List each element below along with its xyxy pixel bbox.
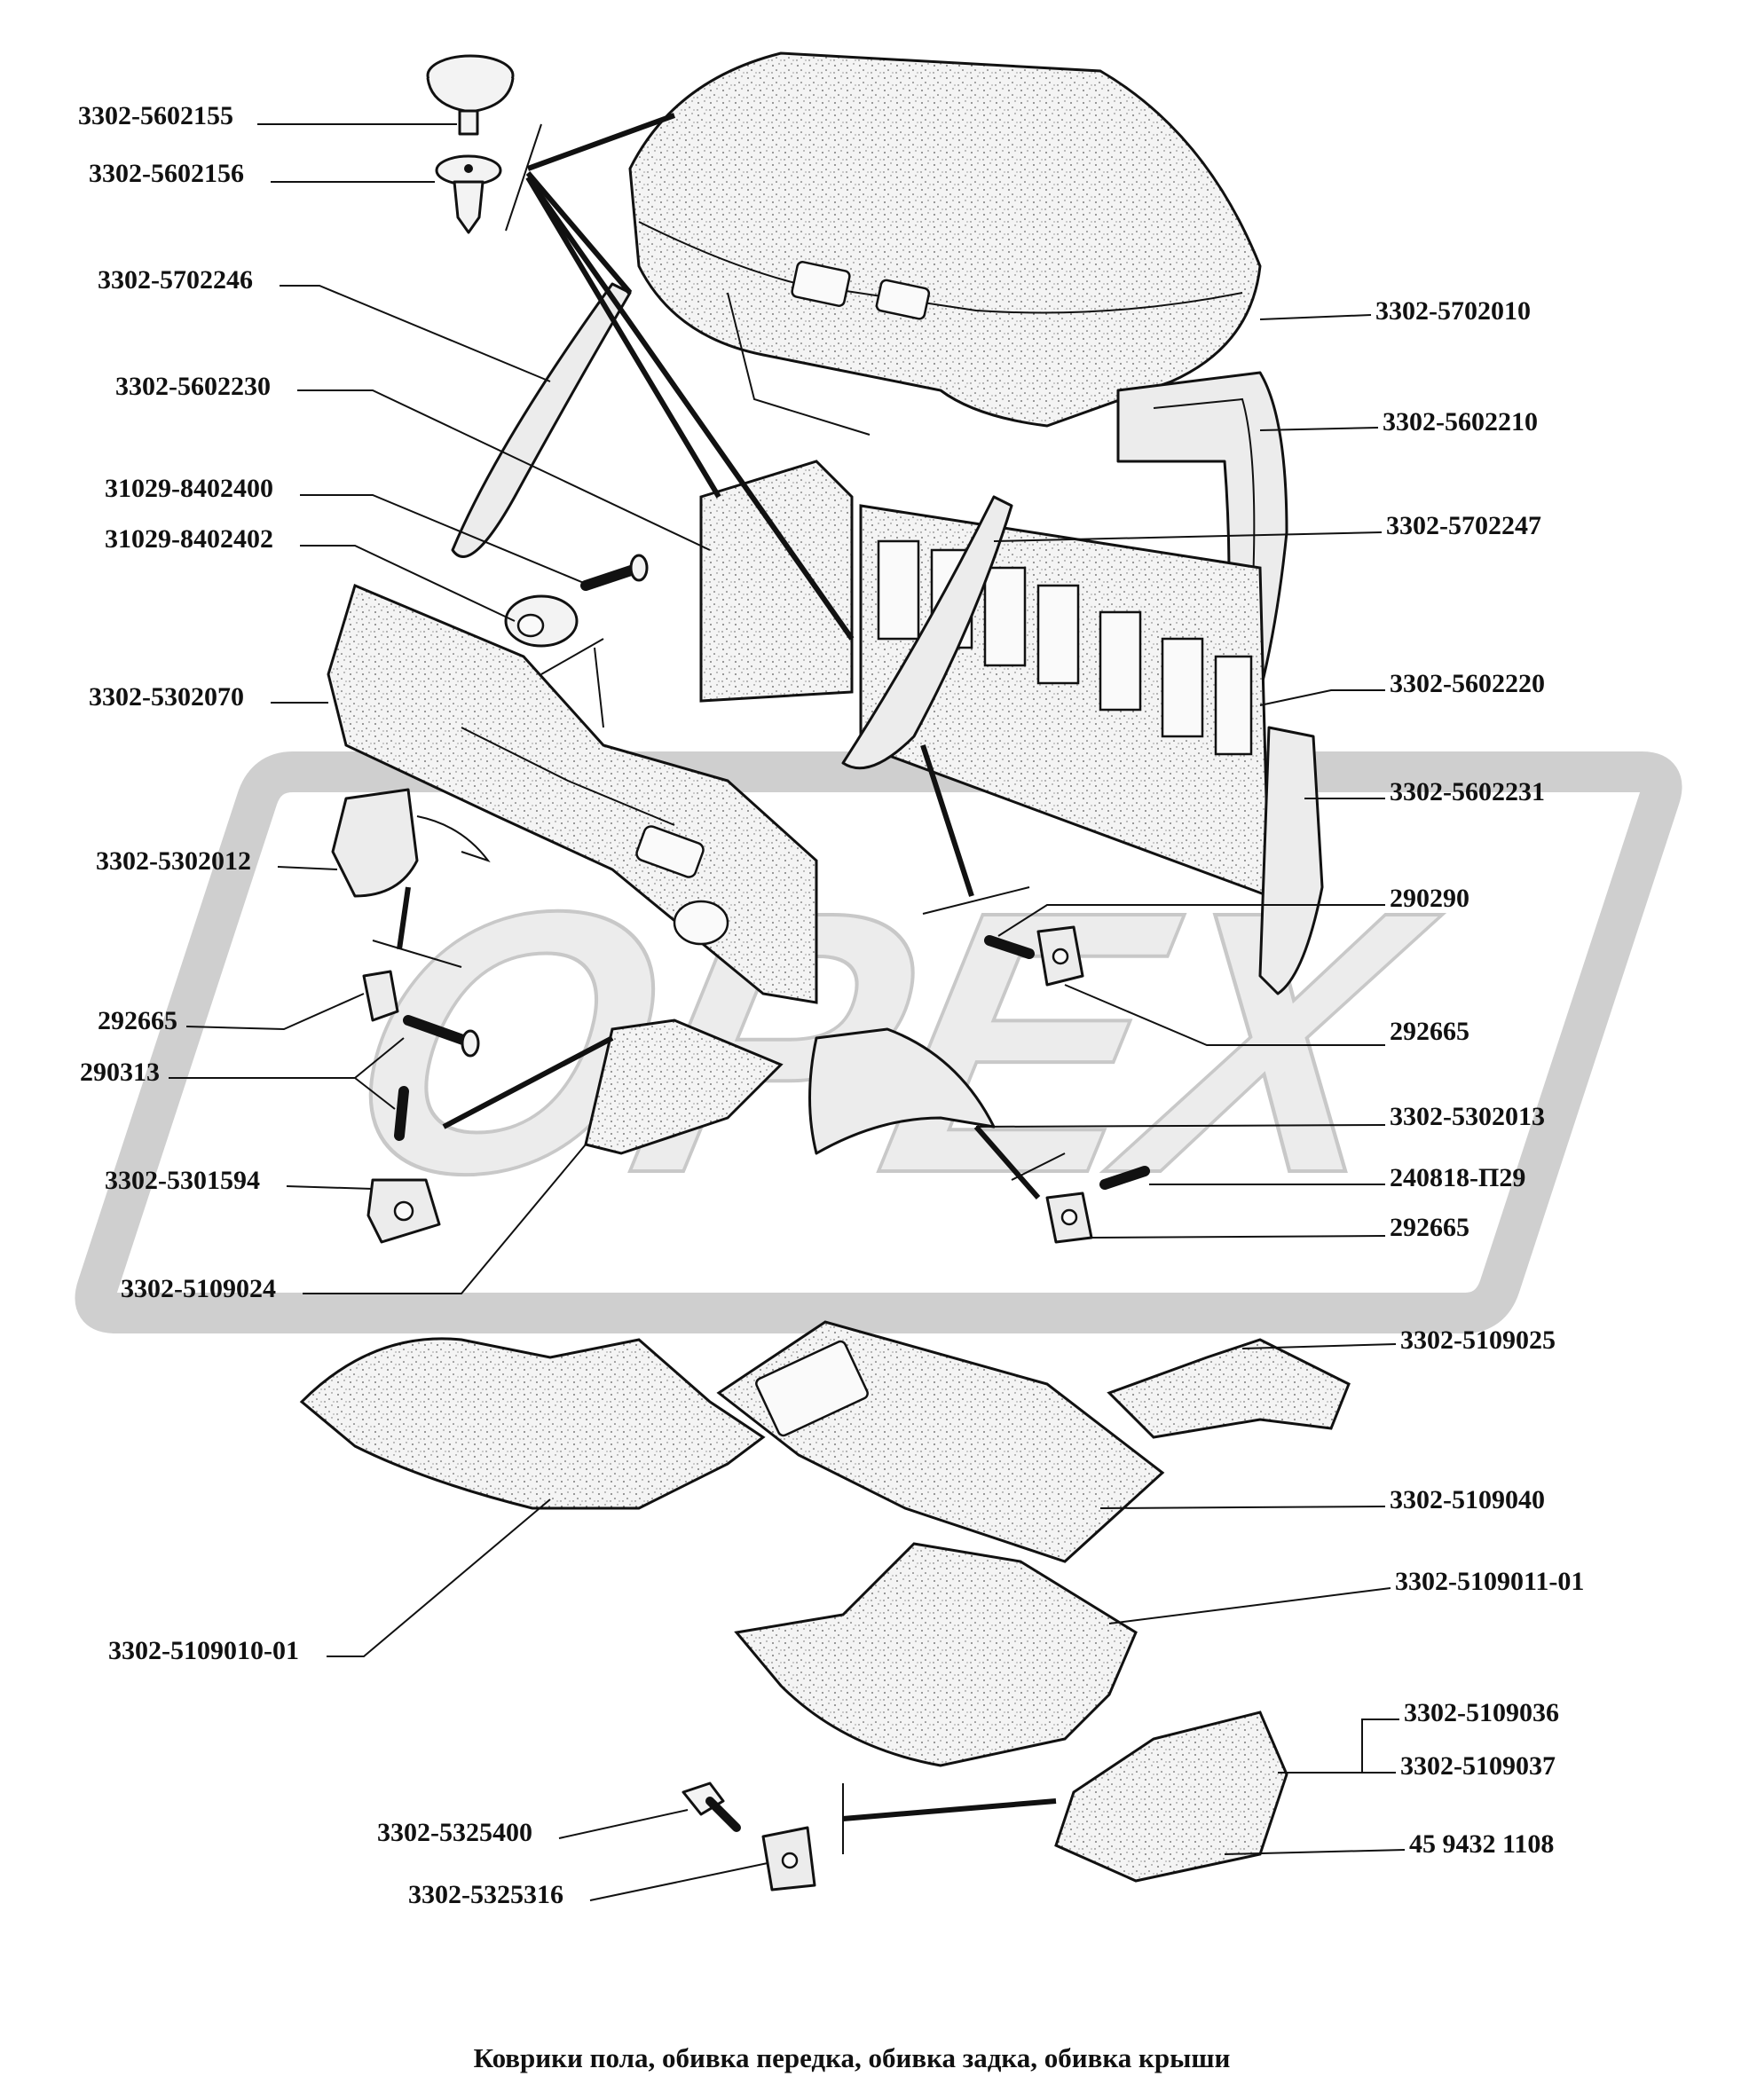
label-31029-8402400: 31029-8402400 bbox=[105, 474, 273, 503]
leader-l12 bbox=[303, 1144, 587, 1294]
leader-l13 bbox=[1259, 314, 1372, 320]
diagram-caption: Коврики пола, обивка передка, обивка зад… bbox=[474, 2042, 1231, 2073]
pillar-strip-left-part bbox=[451, 282, 632, 558]
nut-292665-lower-part bbox=[1045, 1192, 1093, 1244]
label-3302-5302012: 3302-5302012 bbox=[96, 846, 251, 876]
leader-l30 bbox=[558, 1809, 689, 1839]
leader-l19 bbox=[1064, 984, 1385, 1046]
clip-nut-left-part bbox=[362, 970, 399, 1022]
leader-l23 bbox=[1241, 1343, 1397, 1349]
mat-5109011-part bbox=[734, 1542, 1138, 1767]
right-front-trim-part bbox=[808, 1027, 996, 1155]
label-3302-5109011-01: 3302-5109011-01 bbox=[1395, 1567, 1584, 1596]
leader-l22 bbox=[1091, 1235, 1386, 1239]
leader-l06 bbox=[300, 545, 516, 622]
side-panel-part bbox=[699, 460, 854, 703]
mat-5109040-part bbox=[716, 1320, 1165, 1563]
mat-5109036-part bbox=[1054, 1711, 1288, 1883]
label-292665-left: 292665 bbox=[98, 1006, 177, 1035]
nut-5325316-part bbox=[761, 1826, 816, 1892]
label-3302-5325400: 3302-5325400 bbox=[377, 1818, 532, 1847]
dash-panel-part bbox=[327, 583, 818, 1004]
screw-part bbox=[580, 554, 649, 591]
label-3302-5702010: 3302-5702010 bbox=[1375, 296, 1531, 326]
label-240818-П29: 240818-П29 bbox=[1390, 1163, 1525, 1192]
corner-piece-part bbox=[1258, 726, 1324, 995]
cap-clip-part bbox=[426, 54, 515, 136]
clip-nut-5301594-part bbox=[366, 1178, 441, 1244]
leader-l20 bbox=[975, 1124, 1386, 1128]
label-3302-5602156: 3302-5602156 bbox=[89, 159, 244, 188]
leader-l14 bbox=[1259, 427, 1379, 431]
bolt-290313-part bbox=[394, 1015, 480, 1141]
leader-l25 bbox=[1108, 1587, 1391, 1624]
leader-l10b bbox=[354, 1077, 396, 1110]
leader-l24 bbox=[1099, 1506, 1386, 1509]
label-3302-5302013: 3302-5302013 bbox=[1390, 1102, 1545, 1131]
pillar-strip-right-part bbox=[841, 495, 1013, 770]
label-3302-5301594: 3302-5301594 bbox=[105, 1166, 260, 1195]
label-3302-5602231: 3302-5602231 bbox=[1390, 777, 1545, 806]
label-290313: 290313 bbox=[80, 1058, 160, 1087]
label-292665-upper: 292665 bbox=[1390, 1017, 1469, 1046]
bolt-5325400-part bbox=[682, 1781, 741, 1832]
leader-l05 bbox=[300, 494, 591, 586]
watermark-frame bbox=[75, 751, 1682, 1333]
nut-292665-upper-part bbox=[1036, 925, 1084, 987]
assembly-lines bbox=[372, 113, 1066, 1854]
label-3302-5109010-01: 3302-5109010-01 bbox=[108, 1636, 299, 1665]
leader-l11 bbox=[286, 1185, 374, 1190]
label-3302-5109040: 3302-5109040 bbox=[1390, 1485, 1545, 1514]
label-3302-5702246: 3302-5702246 bbox=[98, 265, 253, 295]
leader-l27-28 bbox=[1278, 1719, 1399, 1774]
label-3302-5602220: 3302-5602220 bbox=[1390, 669, 1545, 698]
label-31029-8402402: 31029-8402402 bbox=[105, 524, 273, 554]
left-front-trim-part bbox=[331, 788, 491, 898]
leader-l29 bbox=[1224, 1849, 1406, 1855]
leader-l08 bbox=[277, 866, 338, 870]
grommet-part bbox=[504, 594, 579, 648]
leader-l04 bbox=[297, 389, 711, 551]
bolt-240818-part bbox=[1099, 1166, 1150, 1190]
label-292665-lower: 292665 bbox=[1390, 1213, 1469, 1242]
leader-l31 bbox=[589, 1862, 768, 1901]
mat-5109025-part bbox=[1107, 1338, 1351, 1439]
roof-lining-part bbox=[628, 51, 1262, 436]
label-45-9432-1108: 45 9432 1108 bbox=[1409, 1829, 1554, 1859]
label-3302-5602155: 3302-5602155 bbox=[78, 101, 233, 130]
leader-l18 bbox=[997, 904, 1385, 937]
leader-l15 bbox=[993, 531, 1383, 542]
label-3302-5602210: 3302-5602210 bbox=[1383, 407, 1538, 437]
callout-labels: 3302-5602155 3302-5602156 3302-5702246 3… bbox=[78, 101, 1584, 1909]
label-3302-5109024: 3302-5109024 bbox=[121, 1274, 276, 1303]
bolt-290290-part bbox=[984, 935, 1035, 959]
label-3302-5109036: 3302-5109036 bbox=[1404, 1698, 1559, 1727]
label-3302-5325316: 3302-5325316 bbox=[408, 1880, 563, 1909]
leader-l16 bbox=[1259, 689, 1385, 706]
label-3302-5702247: 3302-5702247 bbox=[1386, 511, 1541, 540]
push-clip-part bbox=[435, 154, 502, 234]
label-290290: 290290 bbox=[1390, 884, 1469, 913]
label-3302-5302070: 3302-5302070 bbox=[89, 682, 244, 712]
label-3302-5602230: 3302-5602230 bbox=[115, 372, 271, 401]
mat-5109010-part bbox=[299, 1337, 766, 1510]
leader-l03 bbox=[280, 285, 551, 382]
leader-l09 bbox=[185, 993, 365, 1031]
label-3302-5109025: 3302-5109025 bbox=[1400, 1325, 1556, 1355]
leader-l26 bbox=[327, 1498, 551, 1657]
label-3302-5109037: 3302-5109037 bbox=[1400, 1751, 1556, 1781]
